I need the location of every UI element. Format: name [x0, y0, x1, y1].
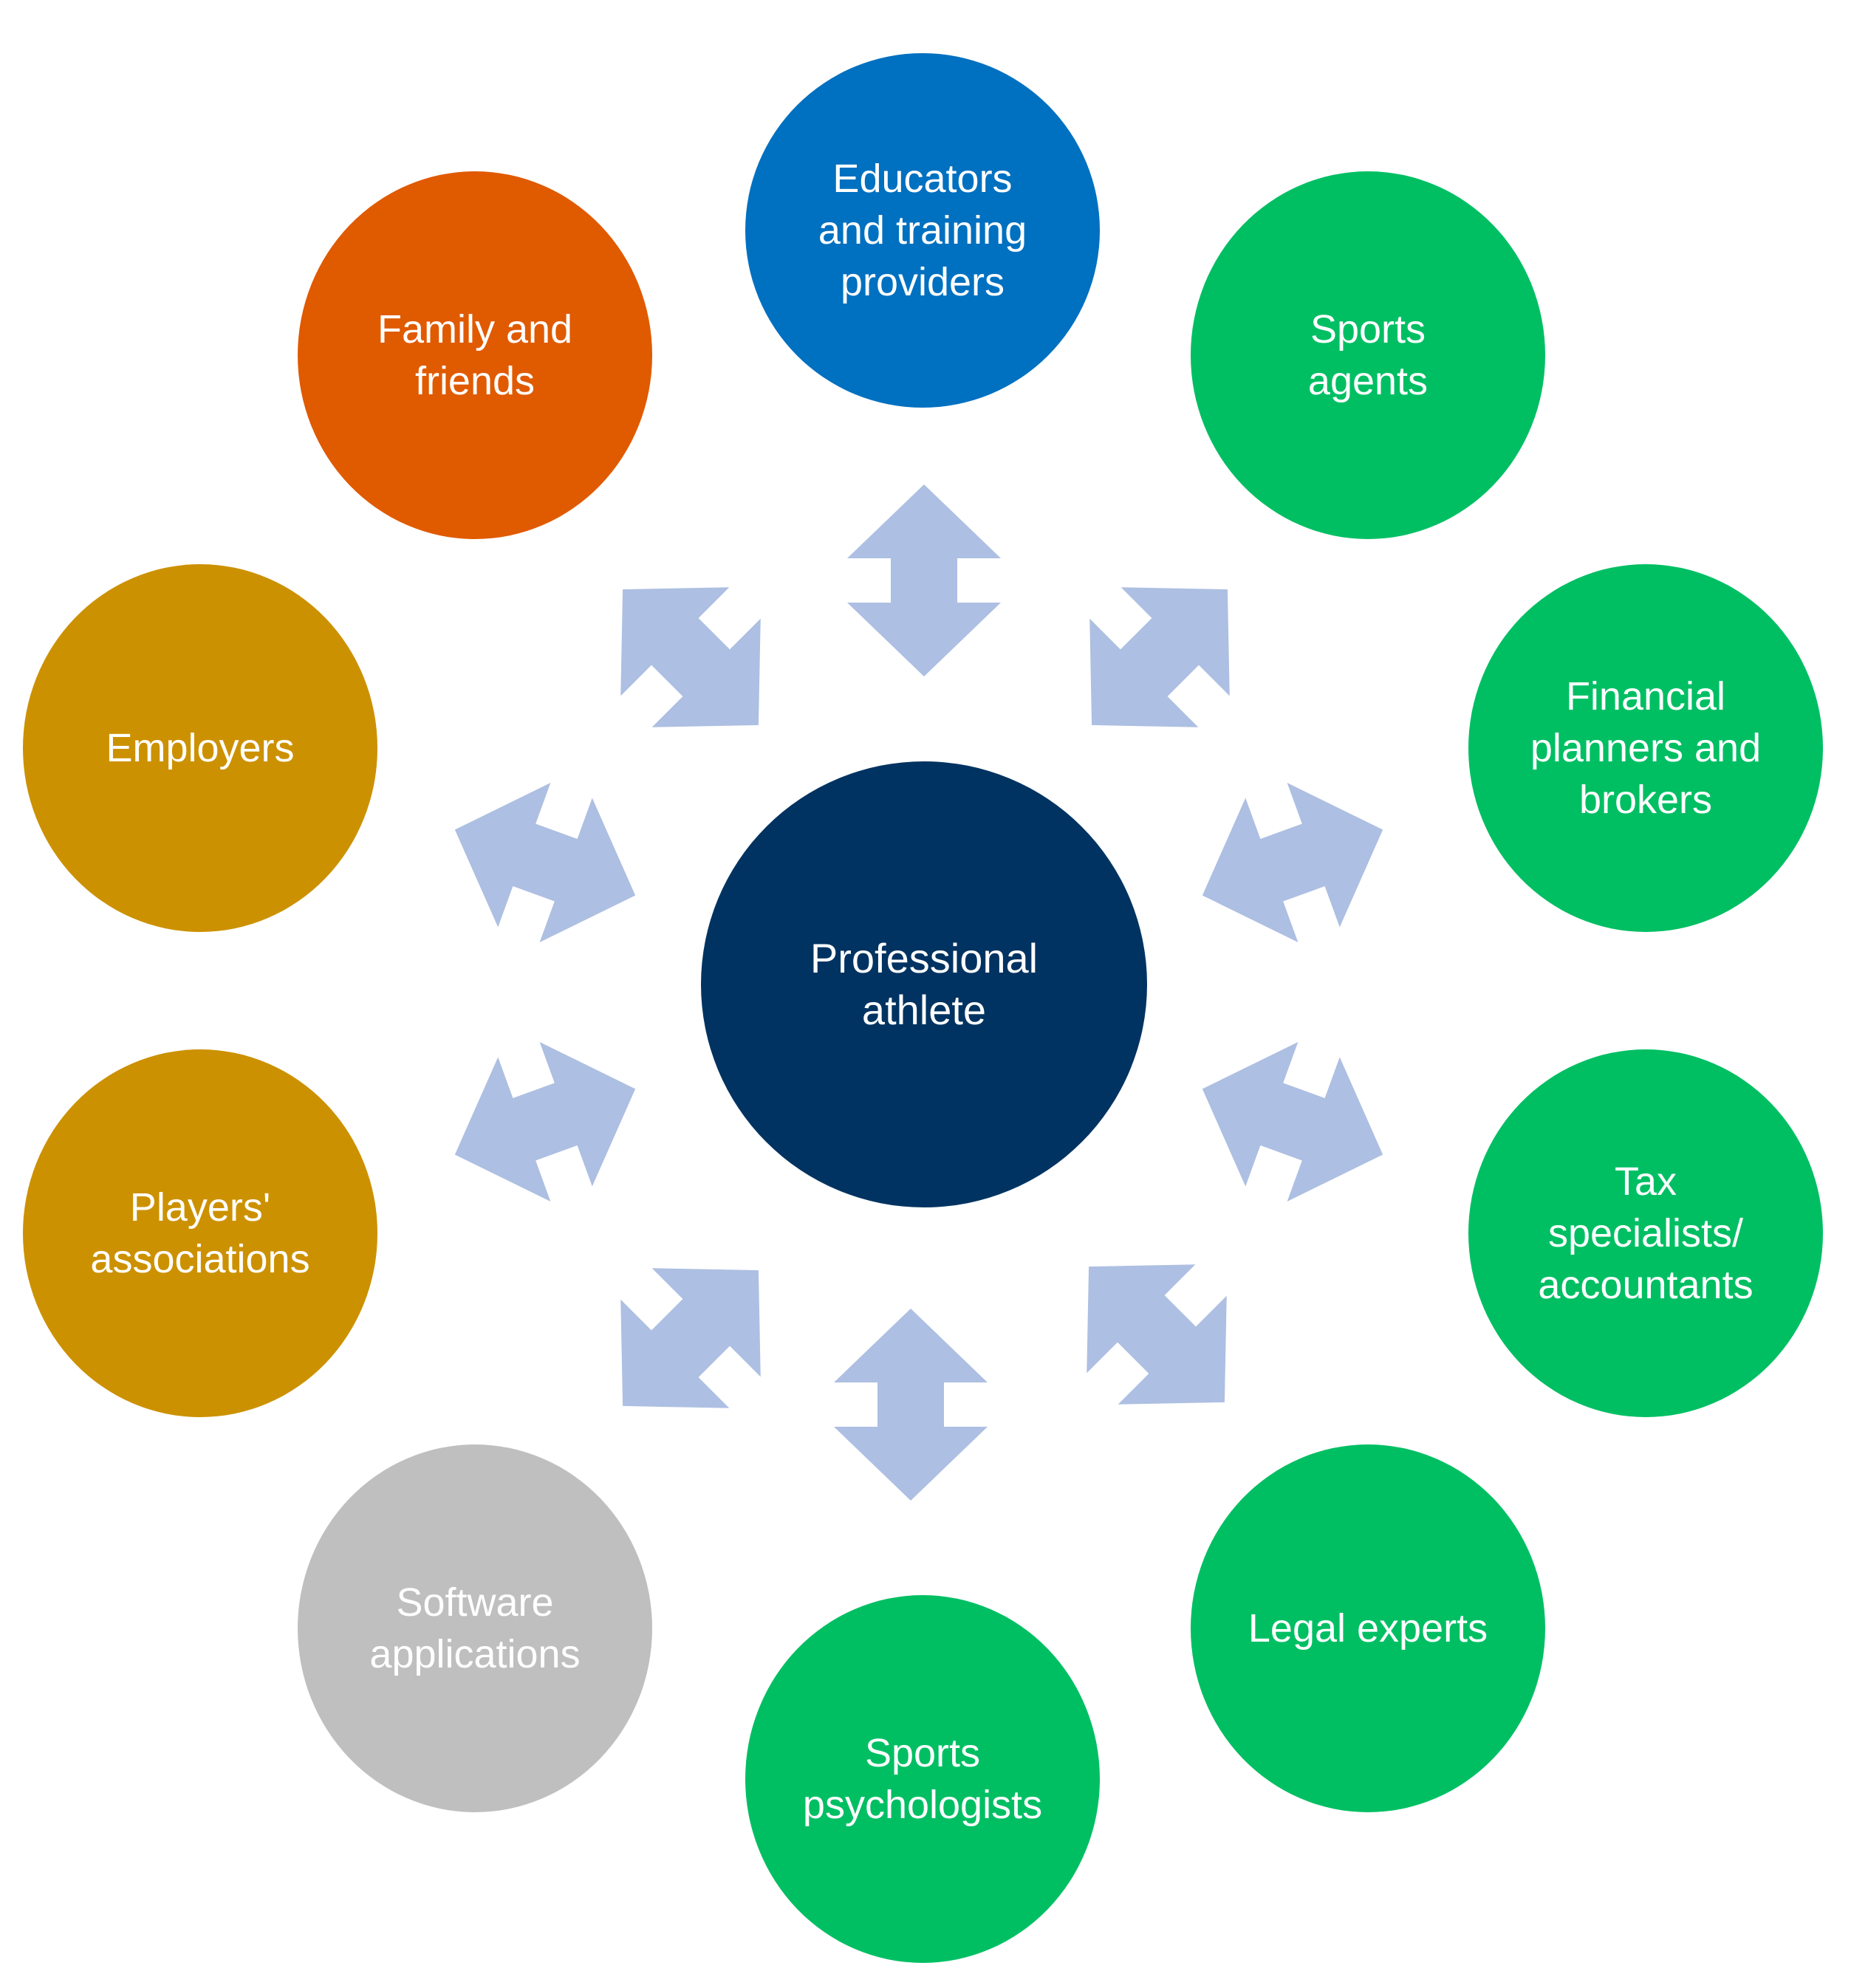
arrow-legal-experts: [1087, 1264, 1227, 1405]
node-sports-psychologists: Sports psychologists: [745, 1595, 1100, 1963]
node-tax-specialists: Tax specialists/ accountants: [1468, 1049, 1823, 1417]
node-sports-agents-label: Sports agents: [1307, 307, 1429, 403]
arrow-family-friends: [620, 587, 761, 727]
node-employers-label: Employers: [106, 726, 295, 770]
arrow-players-associations: [454, 1042, 636, 1202]
arrow-sports-psychologists: [834, 1309, 988, 1501]
node-sports-psychologists-label: Sports psychologists: [802, 1731, 1043, 1827]
arrow-software-applications: [620, 1268, 761, 1408]
node-software-applications: Software applications: [298, 1444, 652, 1812]
arrow-tax-specialists: [1202, 1042, 1383, 1202]
node-financial-planners-label: Financial planners and brokers: [1530, 674, 1762, 822]
node-players-associations-label: Players' associations: [90, 1185, 310, 1281]
center-node-professional-athlete: Professional athlete: [701, 761, 1147, 1207]
node-legal-experts: Legal experts: [1191, 1444, 1545, 1812]
node-employers: Employers: [23, 564, 377, 932]
node-software-applications-label: Software applications: [369, 1580, 581, 1676]
node-sports-agents: Sports agents: [1191, 171, 1545, 539]
node-financial-planners: Financial planners and brokers: [1468, 564, 1823, 932]
node-family-friends: Family and friends: [298, 171, 652, 539]
arrow-employers: [454, 783, 636, 942]
node-players-associations: Players' associations: [23, 1049, 377, 1417]
node-educators-label: Educators and training providers: [818, 157, 1027, 304]
center-node-label: Professional athlete: [810, 935, 1039, 1033]
node-educators: Educators and training providers: [745, 53, 1100, 408]
node-tax-specialists-label: Tax specialists/ accountants: [1538, 1159, 1754, 1307]
node-legal-experts-label: Legal experts: [1248, 1606, 1488, 1651]
arrow-sports-agents: [1089, 587, 1230, 727]
arrow-financial-planners: [1202, 783, 1383, 942]
node-family-friends-label: Family and friends: [377, 307, 573, 403]
arrow-educators: [847, 484, 1001, 676]
